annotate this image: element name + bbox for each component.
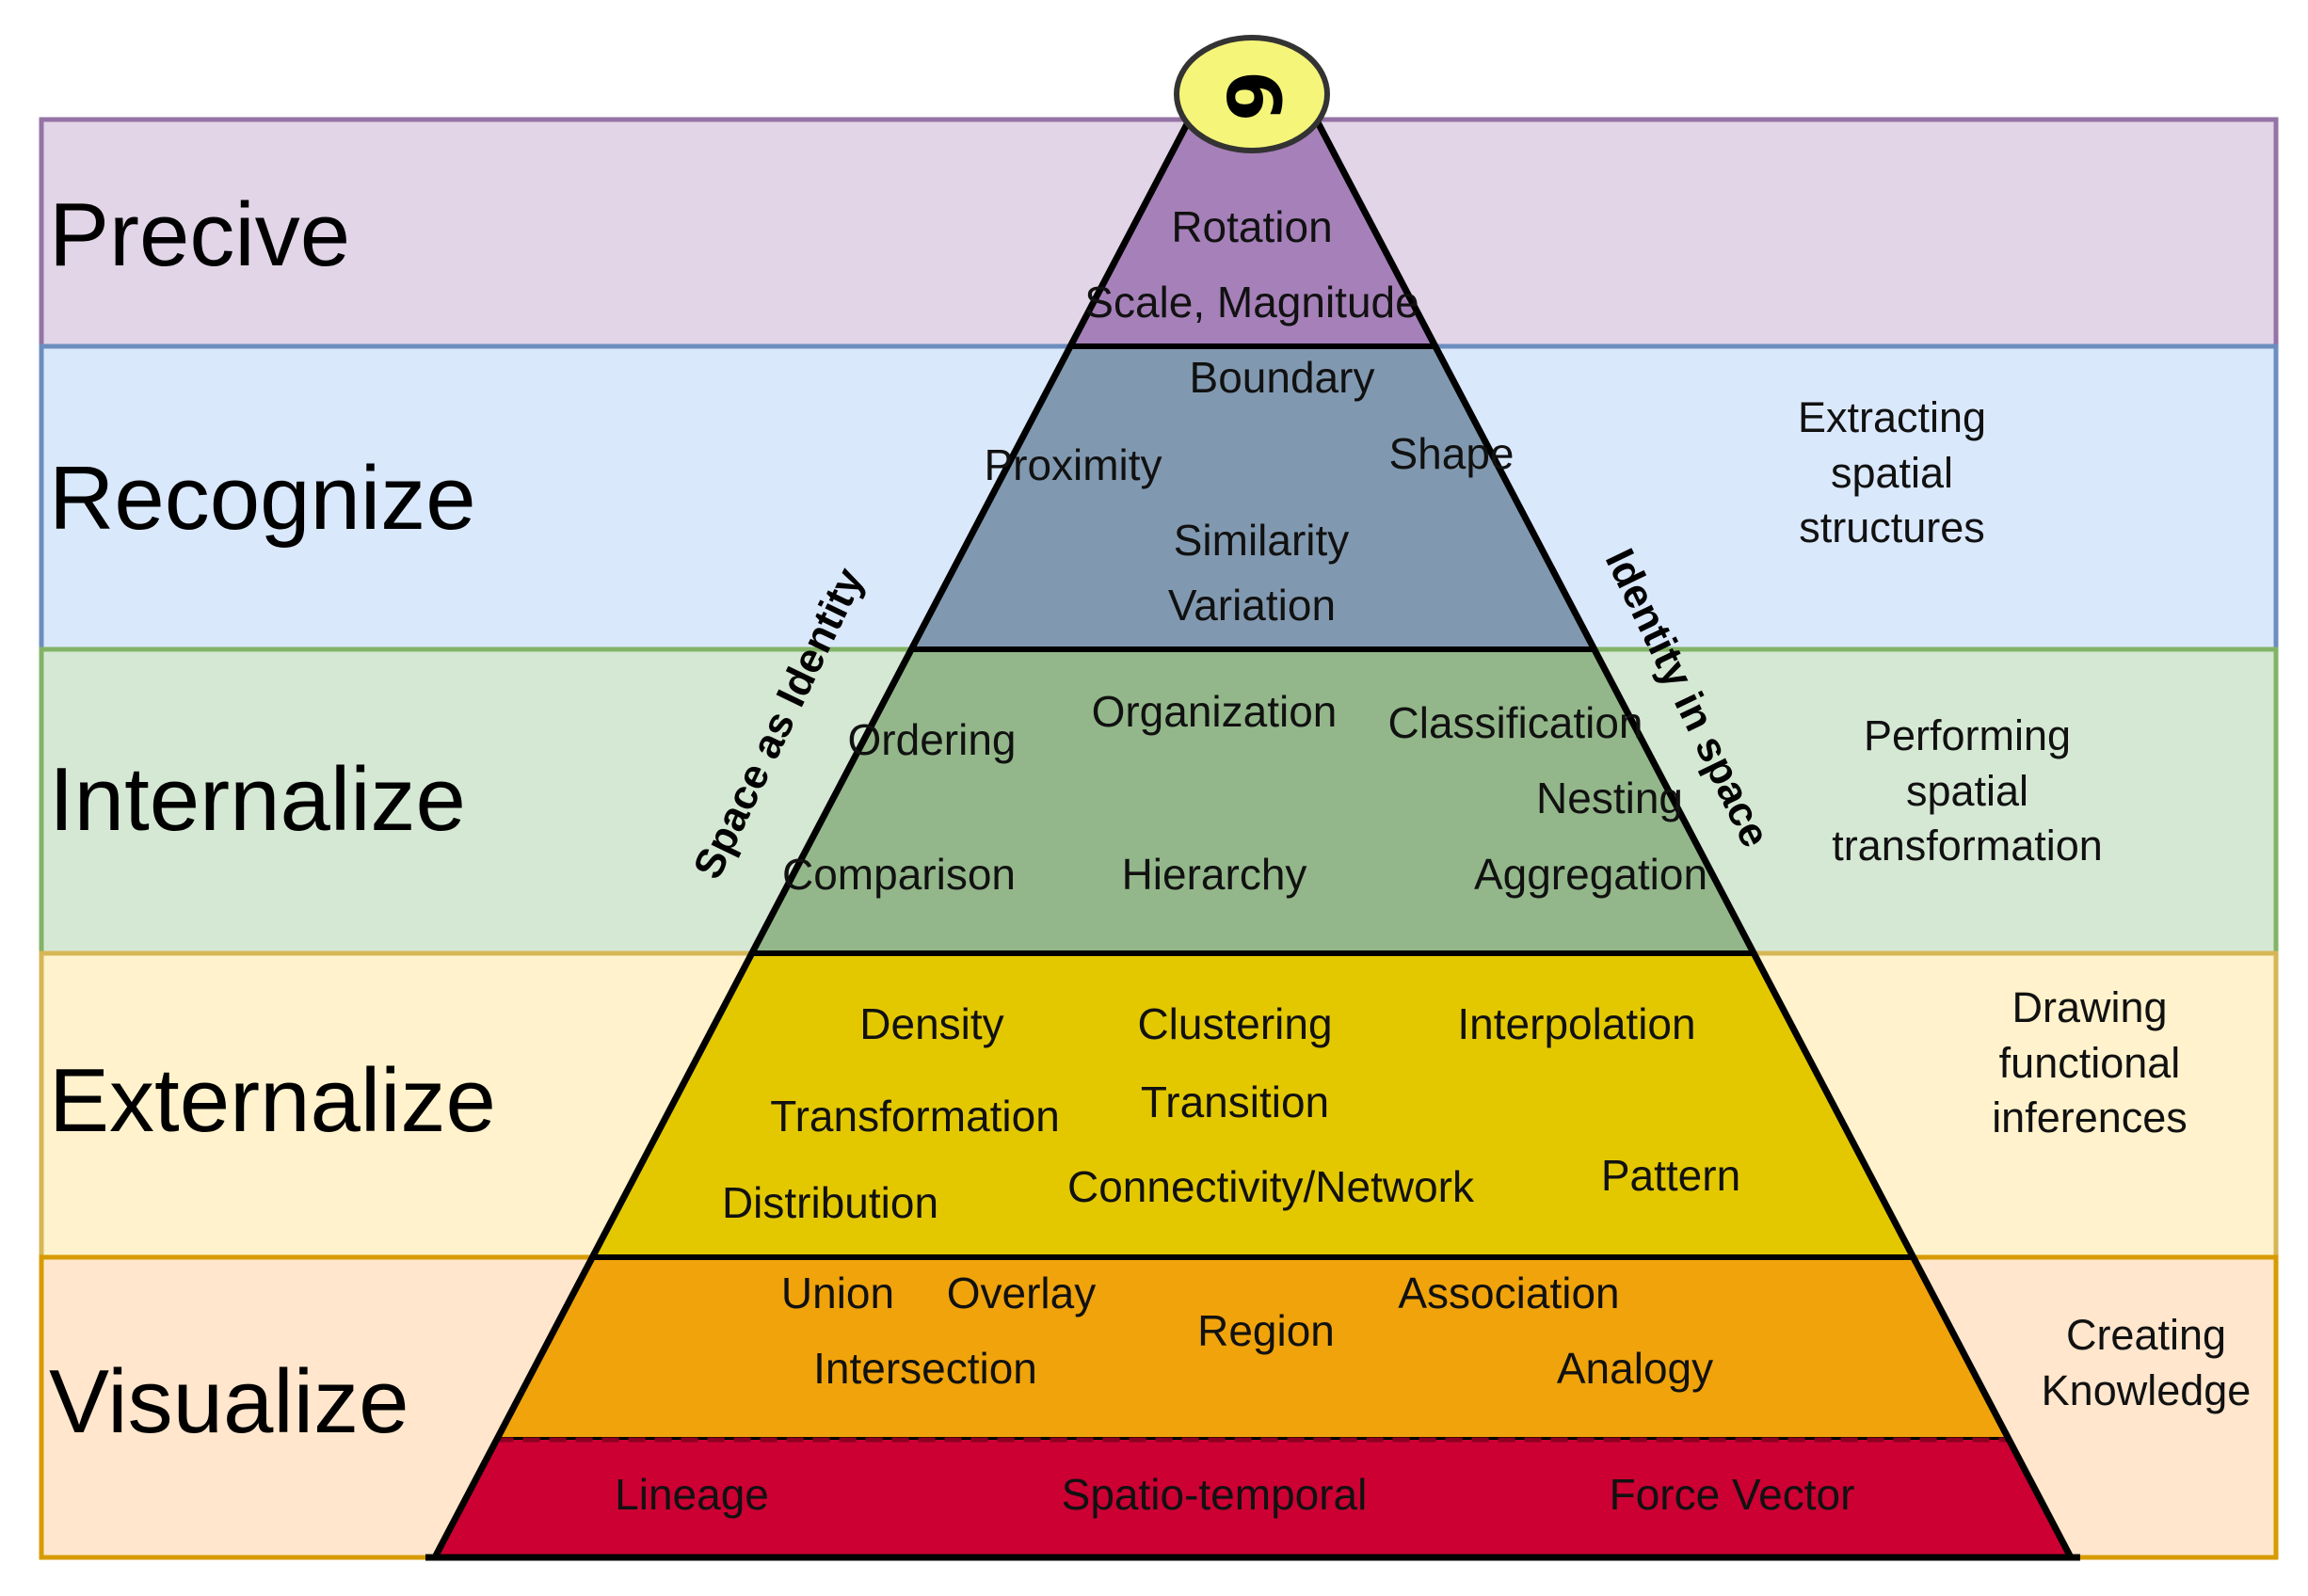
badge-circle	[1174, 35, 1330, 153]
item-union: Union	[781, 1269, 894, 1317]
item-connectivity-network: Connectivity/Network	[1067, 1162, 1475, 1211]
item-scale-magnitude: Scale, Magnitude	[1084, 278, 1418, 327]
description-recognize: Extracting spatial structures	[1797, 393, 1987, 551]
band-label-externalize: Externalize	[49, 1050, 496, 1151]
item-transition: Transition	[1141, 1077, 1329, 1126]
item-spatio-temporal: Spatio-temporal	[1062, 1470, 1368, 1519]
item-interpolation: Interpolation	[1457, 999, 1695, 1048]
pyramid-left-edge	[431, 120, 1192, 1559]
item-ordering: Ordering	[848, 715, 1017, 764]
item-shape: Shape	[1388, 429, 1514, 478]
item-proximity: Proximity	[984, 440, 1162, 489]
item-density: Density	[859, 999, 1003, 1048]
pyramid-right-edge	[1314, 120, 2075, 1559]
item-lineage: Lineage	[615, 1470, 769, 1519]
item-clustering: Clustering	[1137, 999, 1332, 1048]
band-label-internalize: Internalize	[49, 749, 466, 850]
item-overlay: Overlay	[947, 1269, 1096, 1317]
item-distribution: Distribution	[722, 1178, 938, 1227]
description-externalize: Drawing functional inferences	[1992, 983, 2188, 1141]
item-association: Association	[1398, 1269, 1619, 1317]
item-aggregation: Aggregation	[1474, 850, 1707, 899]
item-nesting: Nesting	[1536, 774, 1683, 822]
item-classification: Classification	[1388, 698, 1643, 747]
item-boundary: Boundary	[1190, 353, 1375, 402]
band-label-precive: Precive	[49, 184, 351, 285]
item-comparison: Comparison	[782, 850, 1016, 899]
item-hierarchy: Hierarchy	[1122, 850, 1307, 899]
band-label-visualize: Visualize	[49, 1351, 409, 1452]
item-force-vector: Force Vector	[1610, 1470, 1855, 1519]
item-organization: Organization	[1092, 687, 1338, 736]
badge-label: 6	[1210, 71, 1294, 121]
item-region: Region	[1197, 1306, 1335, 1355]
item-intersection: Intersection	[813, 1344, 1037, 1393]
item-pattern: Pattern	[1601, 1151, 1740, 1200]
item-similarity: Similarity	[1174, 516, 1350, 565]
band-label-recognize: Recognize	[49, 448, 476, 549]
item-transformation: Transformation	[770, 1092, 1060, 1141]
item-rotation: Rotation	[1171, 202, 1332, 251]
item-variation: Variation	[1168, 581, 1336, 630]
description-internalize: Performing spatial transformation	[1832, 711, 2103, 870]
item-analogy: Analogy	[1557, 1344, 1713, 1393]
description-visualize: Creating Knowledge	[2041, 1311, 2252, 1414]
